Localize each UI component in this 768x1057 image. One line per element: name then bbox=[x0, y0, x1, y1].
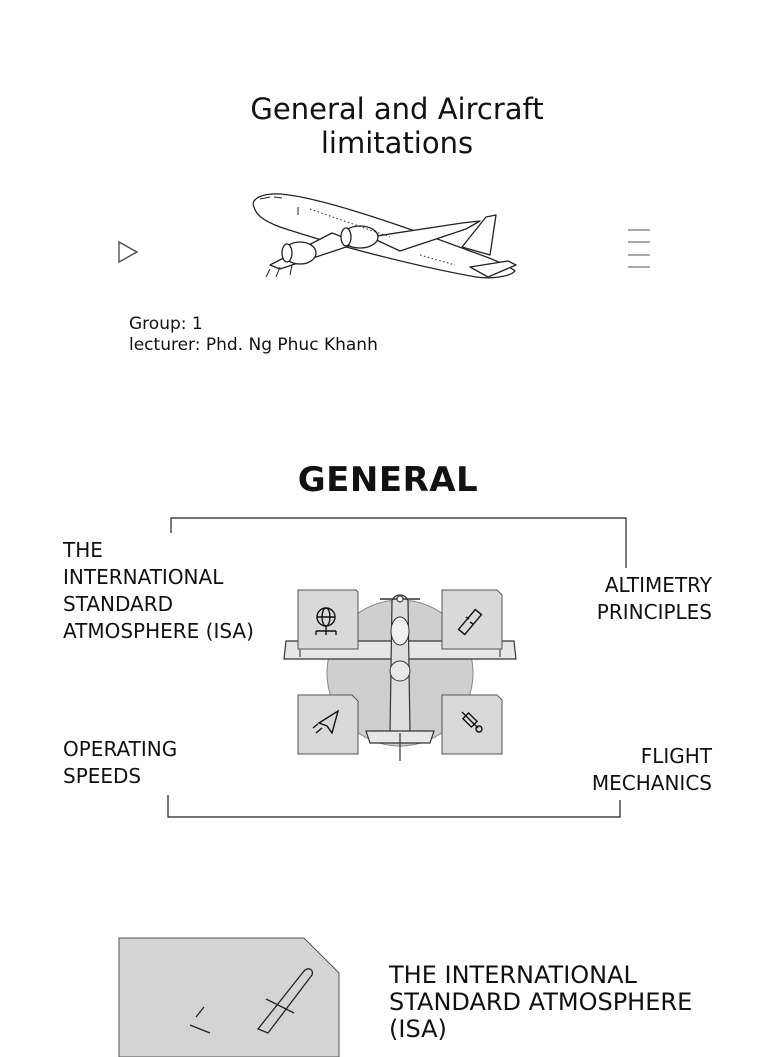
ruler-icon bbox=[457, 608, 483, 636]
menu-lines-icon[interactable] bbox=[627, 229, 651, 269]
topic-altimetry-line1: ALTIMETRY bbox=[604, 573, 712, 597]
paper-plane-icon bbox=[312, 709, 340, 735]
topic-operating-speeds[interactable]: OPERATING SPEEDS bbox=[63, 736, 177, 790]
globe-network-icon bbox=[315, 607, 337, 635]
tile-top-left bbox=[297, 589, 359, 650]
topic-isa-line3: STANDARD bbox=[63, 592, 174, 616]
tile-bottom-left bbox=[297, 694, 359, 755]
slide-title-line2: limitations bbox=[320, 126, 474, 160]
topic-connector-lines bbox=[167, 517, 627, 818]
topic-altimetry[interactable]: ALTIMETRY PRINCIPLES bbox=[597, 572, 712, 626]
play-triangle-icon[interactable] bbox=[117, 240, 139, 264]
slide-title: General and Aircraft limitations bbox=[0, 92, 768, 160]
topic-speeds-line1: OPERATING bbox=[63, 737, 178, 761]
isa-title-line1: THE INTERNATIONAL bbox=[389, 961, 637, 989]
satellite-icon bbox=[461, 711, 483, 733]
topic-isa-line2: INTERNATIONAL bbox=[63, 565, 224, 589]
section-heading: GENERAL bbox=[297, 460, 479, 500]
group-label: Group: 1 bbox=[129, 314, 203, 334]
lecturer-label: lecturer: Phd. Ng Phuc Khanh bbox=[129, 335, 378, 355]
presentation-meta: Group: 1 lecturer: Phd. Ng Phuc Khanh bbox=[129, 314, 378, 356]
isa-title-line2: STANDARD ATMOSPHERE bbox=[389, 988, 693, 1016]
jet-airliner-illustration bbox=[252, 193, 517, 279]
topic-isa[interactable]: THE INTERNATIONAL STANDARD ATMOSPHERE (I… bbox=[63, 537, 254, 645]
tile-bottom-right bbox=[441, 694, 503, 755]
slide-title-line1: General and Aircraft bbox=[250, 92, 544, 126]
topic-isa-line4: ATMOSPHERE (ISA) bbox=[63, 619, 254, 643]
isa-section-title: THE INTERNATIONAL STANDARD ATMOSPHERE (I… bbox=[389, 962, 692, 1043]
isa-title-line3: (ISA) bbox=[389, 1015, 447, 1043]
aircraft-card-illustration bbox=[118, 937, 340, 1057]
topic-mechanics-line1: FLIGHT bbox=[640, 744, 712, 768]
tile-top-right bbox=[441, 589, 503, 650]
topic-altimetry-line2: PRINCIPLES bbox=[596, 600, 712, 624]
topic-flight-mechanics[interactable]: FLIGHT MECHANICS bbox=[592, 743, 712, 797]
topic-isa-line1: THE bbox=[63, 538, 103, 562]
topic-mechanics-line2: MECHANICS bbox=[591, 771, 712, 795]
propeller-aircraft-topview bbox=[283, 589, 517, 761]
topic-speeds-line2: SPEEDS bbox=[63, 764, 142, 788]
